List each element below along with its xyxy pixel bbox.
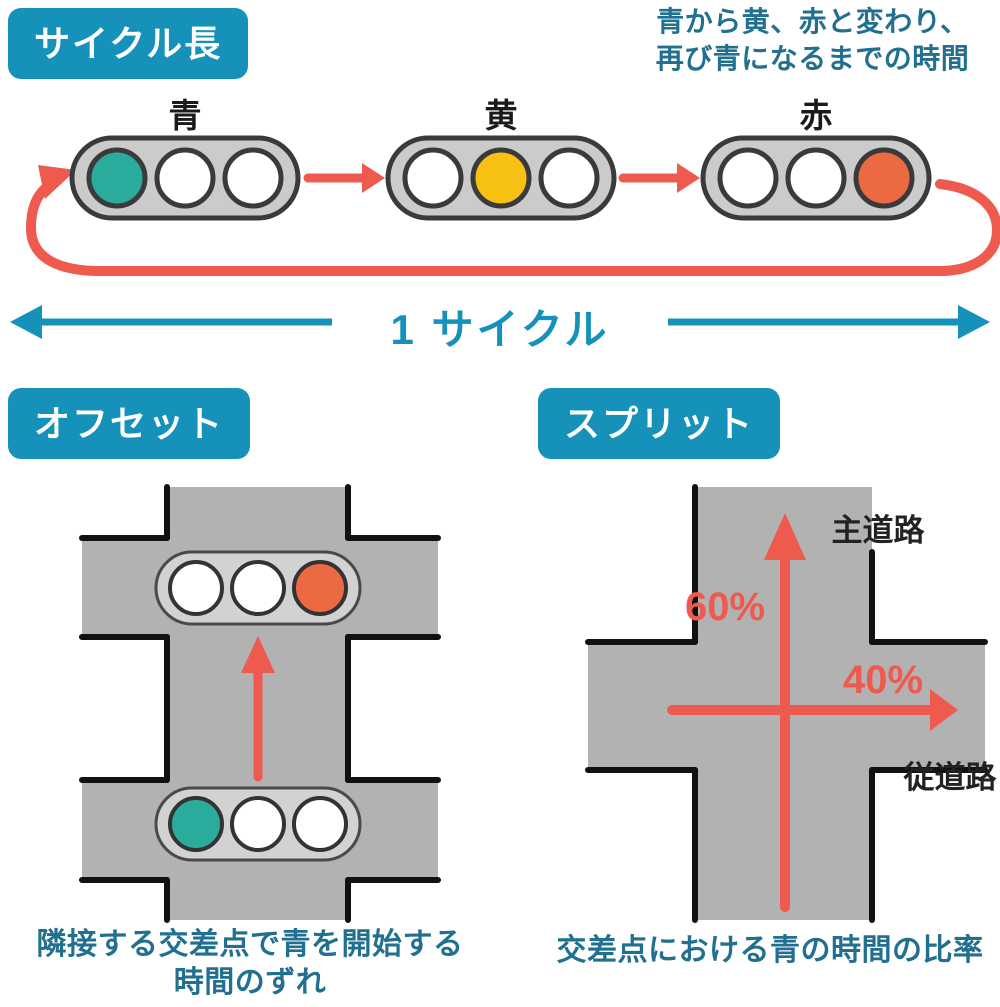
offset-badge: オフセット	[8, 388, 251, 460]
offset-caption-line1: 隣接する交差点で青を開始する	[36, 928, 464, 961]
minor-road-arrow-icon	[667, 689, 958, 731]
split-caption: 交差点における青の時間の比率	[556, 934, 984, 967]
step-arrow-icon	[303, 163, 385, 193]
offset-direction-arrow-icon	[241, 636, 275, 782]
green-phase-label: 青	[168, 97, 202, 134]
cycle-annotation-line1: 青から黄、赤と変わり、	[656, 6, 969, 37]
yellow-phase-label: 黄	[484, 97, 518, 134]
traffic-light-yellow	[385, 135, 617, 221]
offset-signal-green	[154, 786, 362, 862]
offset-caption: 隣接する交差点で青を開始する 時間のずれ	[10, 926, 490, 1002]
cycle-diagram-graphic	[10, 135, 1000, 339]
cycle-loop-arrow-icon	[25, 165, 1000, 276]
split-badge: スプリット	[538, 388, 781, 460]
step-arrow-icon	[618, 163, 700, 193]
main-road-arrow-icon	[764, 513, 806, 912]
red-phase-label: 赤	[799, 97, 833, 134]
traffic-light-green	[69, 135, 301, 221]
split-diagram-graphic	[585, 484, 988, 923]
cycle-annotation-line2: 再び青になるまでの時間	[655, 43, 970, 74]
one-cycle-label: 1 サイクル	[390, 306, 610, 353]
main-road-label: 主道路	[831, 513, 925, 548]
cycle-annotation: 青から黄、赤と変わり、 再び青になるまでの時間	[625, 3, 1000, 77]
offset-caption-line2: 時間のずれ	[173, 966, 327, 999]
minor-road-label: 従道路	[903, 760, 997, 795]
offset-signal-red	[154, 550, 362, 626]
minor-road-percent: 40%	[842, 658, 924, 702]
main-road-percent: 60%	[684, 585, 766, 629]
cycle-length-badge: サイクル長	[8, 8, 249, 80]
offset-diagram-graphic	[79, 484, 441, 923]
cycle-span-arrow-icon	[10, 305, 990, 339]
traffic-light-red	[700, 135, 932, 221]
